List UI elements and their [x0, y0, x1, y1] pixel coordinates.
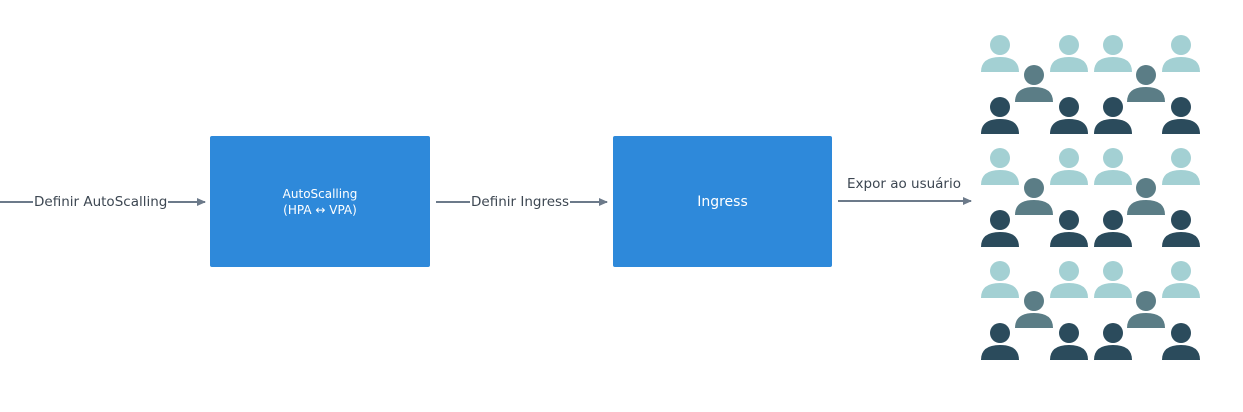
- user-icon: [1094, 210, 1132, 247]
- user-icon: [1094, 148, 1132, 185]
- user-icon: [1162, 261, 1200, 298]
- edge-label-expose-user: Expor ao usuário: [846, 176, 962, 192]
- user-icon: [1050, 261, 1088, 298]
- user-icon: [1094, 97, 1132, 134]
- users-group-icon: [981, 35, 1200, 360]
- user-icon: [1094, 35, 1132, 72]
- user-icon: [981, 261, 1019, 298]
- user-icon: [1050, 210, 1088, 247]
- user-icon: [1127, 65, 1165, 102]
- user-icon: [1015, 65, 1053, 102]
- user-icon: [1015, 178, 1053, 215]
- user-icon: [981, 97, 1019, 134]
- autoscaling-node-title: AutoScalling: [282, 186, 358, 201]
- user-icon: [981, 35, 1019, 72]
- user-icon: [1162, 210, 1200, 247]
- user-icon: [1050, 323, 1088, 360]
- user-icon: [1015, 291, 1053, 328]
- user-icon: [981, 323, 1019, 360]
- user-icon: [1050, 35, 1088, 72]
- user-icon: [1050, 97, 1088, 134]
- user-icon: [1094, 323, 1132, 360]
- edge-label-define-ingress: Definir Ingress: [470, 194, 571, 210]
- user-icon: [1162, 148, 1200, 185]
- user-icon: [1094, 261, 1132, 298]
- user-icon: [981, 148, 1019, 185]
- user-icon: [1127, 178, 1165, 215]
- user-icon: [1050, 148, 1088, 185]
- user-icon: [1162, 35, 1200, 72]
- ingress-node-label: Ingress: [697, 193, 748, 210]
- user-icon: [1162, 97, 1200, 134]
- user-icon: [981, 210, 1019, 247]
- user-icon: [1162, 323, 1200, 360]
- ingress-node: Ingress: [613, 136, 832, 267]
- edge-label-define-autoscaling: Definir AutoScalling: [33, 194, 169, 210]
- autoscaling-node: AutoScalling (HPA ↔ VPA): [210, 136, 430, 267]
- autoscaling-node-subtitle: (HPA ↔ VPA): [283, 202, 357, 217]
- user-icon: [1127, 291, 1165, 328]
